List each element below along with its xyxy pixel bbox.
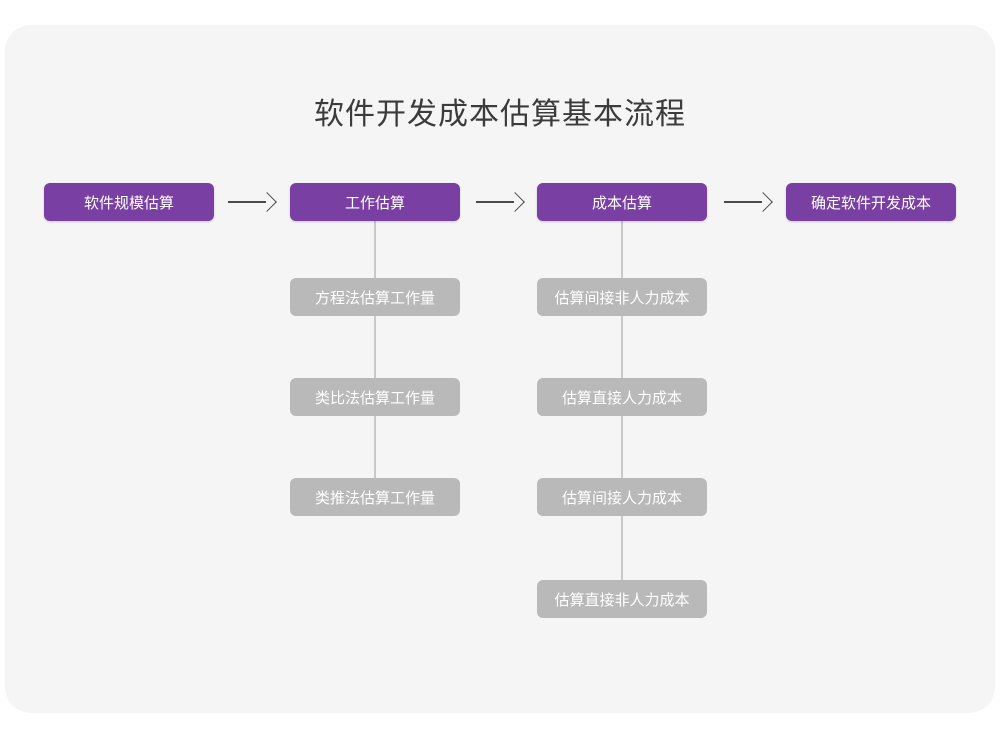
arrow-right-icon <box>724 192 773 212</box>
connector-cost-2 <box>621 316 623 378</box>
branch-node-label: 估算间接非人力成本 <box>554 289 690 307</box>
branch-node-effort-analogy[interactable]: 类比法估算工作量 <box>290 378 460 416</box>
connector-cost-4 <box>621 516 623 580</box>
branch-node-cost-direct-nonlabor[interactable]: 估算直接非人力成本 <box>537 580 707 618</box>
step-node-final-cost[interactable]: 确定软件开发成本 <box>786 183 956 221</box>
arrow-head <box>753 192 773 212</box>
step-node-label: 成本估算 <box>591 194 652 212</box>
arrow-shaft <box>228 201 266 203</box>
branch-node-effort-deduction[interactable]: 类推法估算工作量 <box>290 478 460 516</box>
branch-node-effort-equation[interactable]: 方程法估算工作量 <box>290 278 460 316</box>
page-title: 软件开发成本估算基本流程 <box>314 98 686 131</box>
connector-effort-2 <box>374 316 376 378</box>
step-node-label: 工作估算 <box>344 194 405 212</box>
step-node-label: 软件规模估算 <box>83 194 174 212</box>
step-node-cost-estimation[interactable]: 成本估算 <box>537 183 707 221</box>
branch-node-cost-indirect-labor[interactable]: 估算间接人力成本 <box>537 478 707 516</box>
branch-node-label: 估算直接人力成本 <box>561 389 682 407</box>
connector-cost-3 <box>621 416 623 478</box>
arrow-shaft <box>724 201 762 203</box>
arrow-head <box>257 192 277 212</box>
arrow-right-icon <box>476 192 525 212</box>
branch-node-cost-indirect-nonlabor[interactable]: 估算间接非人力成本 <box>537 278 707 316</box>
connector-cost-1 <box>621 219 623 278</box>
step-node-effort-estimation[interactable]: 工作估算 <box>290 183 460 221</box>
branch-node-label: 估算间接人力成本 <box>561 489 682 507</box>
branch-node-label: 方程法估算工作量 <box>314 289 435 307</box>
connector-effort-1 <box>374 219 376 278</box>
step-node-label: 确定软件开发成本 <box>810 194 931 212</box>
branch-node-cost-direct-labor[interactable]: 估算直接人力成本 <box>537 378 707 416</box>
branch-node-label: 类推法估算工作量 <box>314 489 435 507</box>
connector-effort-3 <box>374 416 376 478</box>
branch-node-label: 估算直接非人力成本 <box>554 591 690 609</box>
diagram-card <box>5 25 995 713</box>
arrow-head <box>505 192 525 212</box>
arrow-right-icon <box>228 192 277 212</box>
arrow-shaft <box>476 201 514 203</box>
branch-node-label: 类比法估算工作量 <box>314 389 435 407</box>
step-node-software-scale[interactable]: 软件规模估算 <box>44 183 214 221</box>
